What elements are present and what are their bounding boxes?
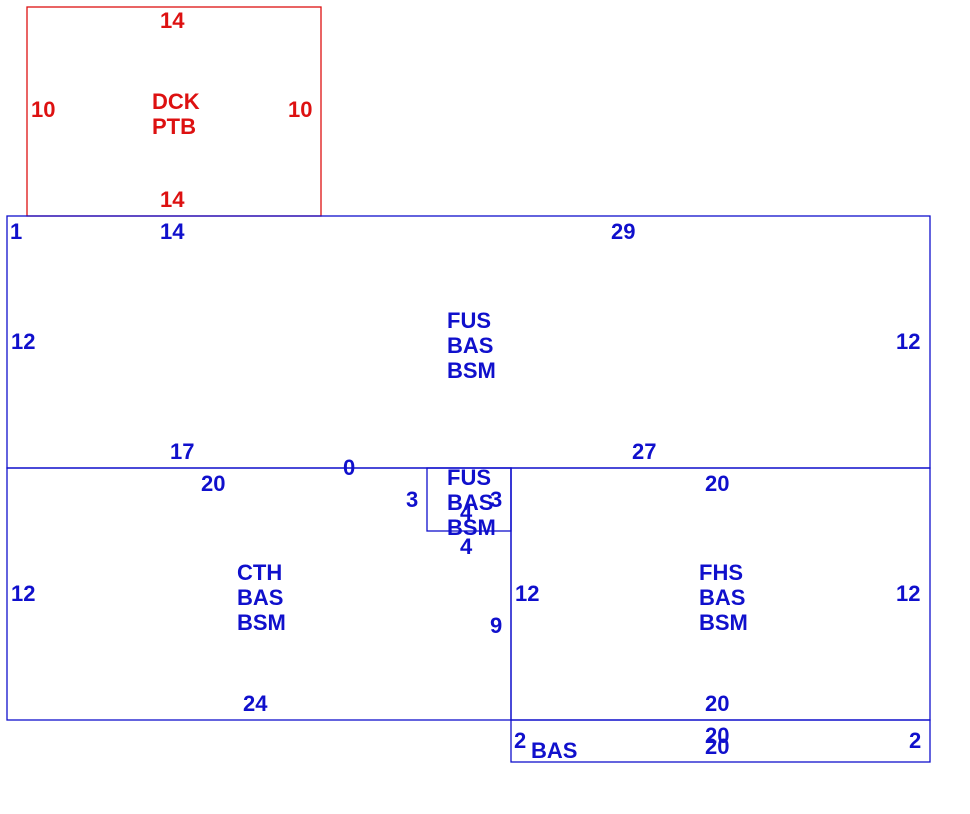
upper-top-right-dimension: 29 [611, 219, 635, 244]
lower-left-code-bas: BAS [237, 585, 283, 610]
upper-code-fus: FUS [447, 308, 491, 333]
upper-corner-label: 1 [10, 219, 22, 244]
lower-left-bottom-dimension: 24 [243, 691, 268, 716]
upper-right-dimension: 12 [896, 329, 920, 354]
deck-code-dck: DCK [152, 89, 200, 114]
deck-left-dimension: 10 [31, 97, 55, 122]
small-left-dimension: 3 [406, 487, 418, 512]
upper-code-bas: BAS [447, 333, 493, 358]
lower-left-zero-label: 0 [343, 455, 355, 480]
lower-left-left-dimension: 12 [11, 581, 35, 606]
small-right-dimension: 3 [490, 487, 502, 512]
strip-right-dimension: 2 [909, 728, 921, 753]
lower-right-code-bas: BAS [699, 585, 745, 610]
lower-left-inner-right-dimension: 9 [490, 613, 502, 638]
small-mid-dimension: 4 [460, 500, 473, 525]
upper-top-left-dimension: 14 [160, 219, 185, 244]
upper-code-bsm: BSM [447, 358, 496, 383]
strip-top-dimension: 20 [705, 723, 729, 748]
deck-top-dimension: 14 [160, 8, 185, 33]
bottom-strip-outline [510, 719, 931, 763]
strip-bottom-dimension: 20 [705, 734, 729, 759]
small-code-bsm: BSM [447, 515, 496, 540]
lower-right-top-dimension: 20 [705, 471, 729, 496]
lower-right-code-bsm: BSM [699, 610, 748, 635]
upper-left-dimension: 12 [11, 329, 35, 354]
small-code-fus: FUS [447, 465, 491, 490]
upper-bottom-right-dimension: 27 [632, 439, 656, 464]
strip-code-bas: BAS [531, 738, 577, 763]
lower-right-code-fhs: FHS [699, 560, 743, 585]
deck-right-dimension: 10 [288, 97, 312, 122]
lower-right-bottom-dimension: 20 [705, 691, 729, 716]
deck-code-ptb: PTB [152, 114, 196, 139]
lower-right-right-dimension: 12 [896, 581, 920, 606]
lower-left-code-bsm: BSM [237, 610, 286, 635]
small-code-bas: BAS [447, 490, 493, 515]
upper-bottom-left-dimension: 17 [170, 439, 194, 464]
lower-left-code-cth: CTH [237, 560, 282, 585]
lower-right-left-dimension: 12 [515, 581, 539, 606]
lower-left-top-dimension: 20 [201, 471, 225, 496]
small-bottom-dimension: 4 [460, 534, 473, 559]
deck-bottom-dimension: 14 [160, 187, 185, 212]
strip-left-dimension: 2 [514, 728, 526, 753]
